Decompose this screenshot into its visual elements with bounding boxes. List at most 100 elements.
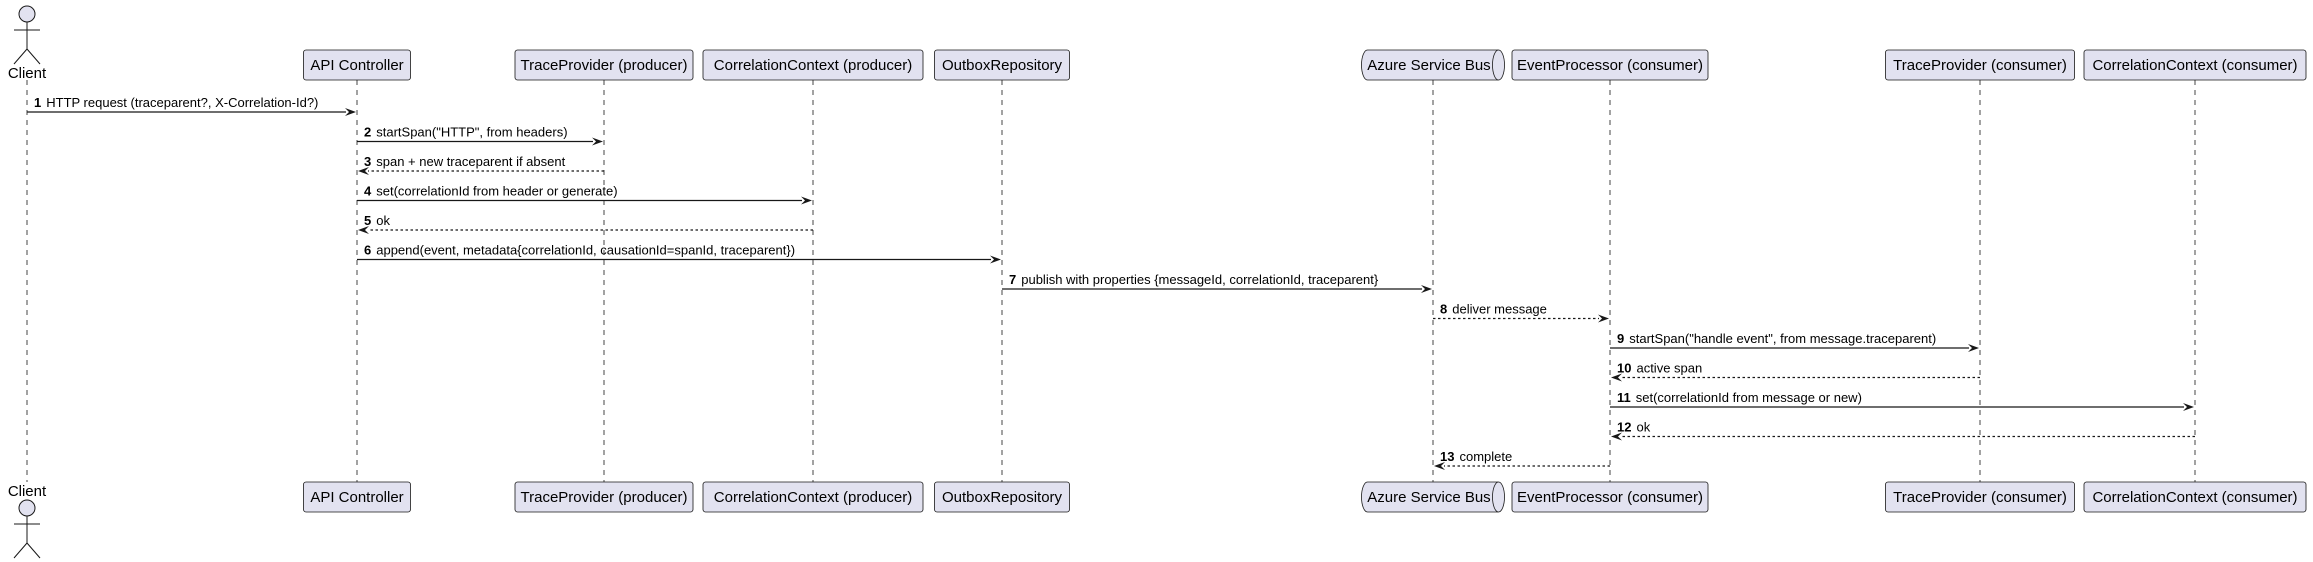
- participant-top: TraceProvider (consumer): [1885, 49, 2075, 81]
- message-arrowhead: [1968, 344, 1979, 352]
- message-4: 4 set(correlationId from header or genera…: [357, 184, 812, 205]
- message-label: span + new traceparent if absent: [376, 154, 565, 169]
- message-arrowhead: [2183, 403, 2194, 411]
- participant-box: [1885, 49, 2075, 81]
- message-arrowhead: [990, 255, 1001, 264]
- message-number: 13: [1440, 449, 1454, 464]
- message-5: 5 ok: [358, 213, 813, 234]
- message-label: startSpan("HTTP", from headers): [376, 125, 567, 140]
- message-number: 11: [1617, 390, 1631, 405]
- participant-box: [303, 481, 411, 513]
- participant-box: [303, 49, 411, 81]
- message-label: set(correlationId from message or new): [1636, 390, 1862, 405]
- participant-box: [1885, 481, 2075, 513]
- participant-box: [702, 481, 924, 513]
- participant-bottom: Azure Service Bus: [1361, 481, 1505, 513]
- participant-label: OutboxRepository: [942, 57, 1063, 74]
- participant-bottom: EventProcessor (consumer): [1511, 481, 1709, 513]
- participant-bottom: OutboxRepository: [934, 481, 1070, 513]
- message-label: complete: [1459, 449, 1512, 464]
- message-label: HTTP request (traceparent?, X-Correlatio…: [46, 95, 318, 110]
- message-number: 5: [364, 213, 371, 228]
- participant-bottom: TraceProvider (producer): [514, 481, 694, 513]
- queue-end: [1492, 49, 1499, 81]
- participant-box: [2083, 481, 2307, 513]
- message-arrowhead: [592, 137, 603, 146]
- actor-body: [13, 22, 41, 65]
- message-label: append(event, metadata{correlationId, ca…: [376, 243, 795, 258]
- participant-box: [514, 481, 694, 513]
- message-3: 3 span + new traceparent if absent: [358, 154, 604, 175]
- message-9: 9 startSpan("handle event", from message.…: [1610, 331, 1979, 352]
- message-number: 1: [34, 95, 41, 110]
- participant-bottom: TraceProvider (consumer): [1885, 481, 2075, 513]
- messages: 1 HTTP request (traceparent?, X-Correlati…: [27, 95, 2195, 470]
- participant-label: CorrelationContext (consumer): [2092, 489, 2297, 506]
- message-arrowhead: [345, 108, 356, 116]
- participant-top: CorrelationContext (consumer): [2083, 49, 2307, 81]
- participant-label: Azure Service Bus: [1367, 489, 1490, 506]
- message-number: 6: [364, 243, 371, 258]
- participant-label: CorrelationContext (producer): [714, 489, 912, 506]
- actor-top: Client: [8, 5, 47, 82]
- participants-bottom: Client API Controller TraceProvider (produ…: [8, 481, 2307, 559]
- message-number: 4: [364, 184, 372, 199]
- message-arrowhead: [1611, 432, 1622, 441]
- participant-bottom: CorrelationContext (producer): [702, 481, 924, 513]
- message-number: 10: [1617, 361, 1631, 376]
- actor-bottom: Client: [8, 483, 47, 559]
- message-arrowhead: [1434, 462, 1445, 470]
- message-number: 3: [364, 154, 371, 169]
- message-number: 7: [1009, 272, 1016, 287]
- message-label: set(correlationId from header or generat…: [376, 184, 617, 199]
- message-label: deliver message: [1452, 302, 1547, 317]
- participant-label: API Controller: [310, 489, 403, 506]
- message-label: startSpan("handle event", from message.t…: [1629, 331, 1936, 346]
- message-12: 12 ok: [1611, 420, 2195, 441]
- message-11: 11 set(correlationId from message or new): [1610, 390, 2194, 411]
- message-label: ok: [376, 213, 390, 228]
- participant-box: [1511, 481, 1709, 513]
- actor-body: [13, 516, 41, 559]
- participant-box: [934, 481, 1070, 513]
- message-number: 9: [1617, 331, 1624, 346]
- participant-label: TraceProvider (producer): [521, 489, 688, 506]
- message-6: 6 append(event, metadata{correlationId, c…: [357, 243, 1001, 264]
- actor-head: [18, 5, 36, 23]
- message-arrowhead: [358, 226, 369, 234]
- participant-label: TraceProvider (consumer): [1893, 489, 2067, 506]
- message-1: 1 HTTP request (traceparent?, X-Correlati…: [27, 95, 356, 116]
- message-8: 8 deliver message: [1433, 302, 1609, 323]
- queue-end: [1492, 481, 1499, 513]
- participant-box: [702, 49, 924, 81]
- participant-box: [934, 49, 1070, 81]
- participant-label: TraceProvider (producer): [521, 57, 688, 74]
- participant-box: [2083, 49, 2307, 81]
- participant-label: TraceProvider (consumer): [1893, 57, 2067, 74]
- participant-label: OutboxRepository: [942, 489, 1063, 506]
- message-13: 13 complete: [1434, 449, 1610, 470]
- participant-label: EventProcessor (consumer): [1517, 489, 1703, 506]
- message-10: 10 active span: [1611, 361, 1980, 382]
- participant-bottom: CorrelationContext (consumer): [2083, 481, 2307, 513]
- participant-box: [514, 49, 694, 81]
- message-arrowhead: [1421, 285, 1432, 293]
- message-label: publish with properties {messageId, corr…: [1021, 272, 1379, 287]
- participant-label: API Controller: [310, 57, 403, 74]
- message-label: active span: [1636, 361, 1702, 376]
- participant-label: Azure Service Bus: [1367, 57, 1490, 74]
- participant-top: TraceProvider (producer): [514, 49, 694, 81]
- message-number: 12: [1617, 420, 1631, 435]
- message-arrowhead: [1611, 373, 1622, 382]
- message-label: ok: [1636, 420, 1650, 435]
- participant-top: CorrelationContext (producer): [702, 49, 924, 81]
- lifelines: [26, 80, 2196, 482]
- participant-top: API Controller: [303, 49, 411, 81]
- message-number: 8: [1440, 302, 1447, 317]
- participant-bottom: API Controller: [303, 481, 411, 513]
- actor-head: [18, 499, 36, 517]
- participant-label: EventProcessor (consumer): [1517, 57, 1703, 74]
